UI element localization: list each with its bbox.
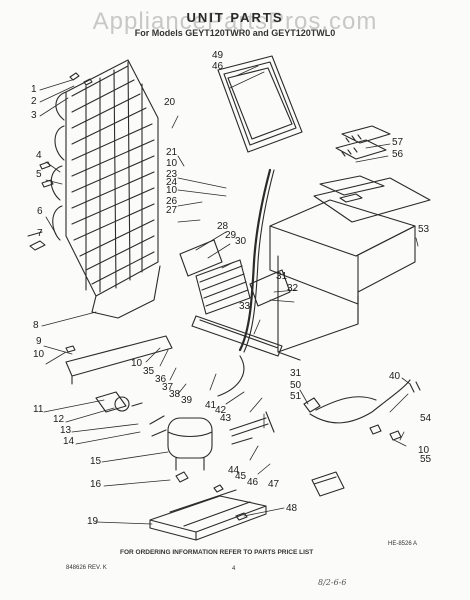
compressor xyxy=(149,415,213,471)
callout-4: 4 xyxy=(36,150,42,161)
callout-35: 35 xyxy=(143,366,155,377)
callout-6: 6 xyxy=(37,206,43,217)
right-fasteners xyxy=(235,381,421,521)
callout-20: 20 xyxy=(164,97,176,108)
callout-3: 3 xyxy=(31,110,37,121)
callout-10-upper: 10 xyxy=(166,158,178,169)
callout-57: 57 xyxy=(392,137,404,148)
callout-46-upper: 46 xyxy=(212,61,224,72)
callout-37: 37 xyxy=(162,382,174,393)
callout-45: 45 xyxy=(235,471,247,482)
callout-11: 11 xyxy=(33,404,44,415)
callout-10-left: 10 xyxy=(33,349,45,360)
callout-2: 2 xyxy=(31,96,37,107)
door-gasket-frame xyxy=(217,55,303,153)
figure-code: HE-8526 A xyxy=(388,541,418,547)
watermark: AppliancePartsPros.com xyxy=(92,8,378,35)
callout-13: 13 xyxy=(60,425,72,436)
power-cord xyxy=(303,379,411,424)
diagram-title: UNIT PARTS xyxy=(186,10,284,25)
machine-compartment-box xyxy=(269,175,431,361)
callout-31-upper: 31 xyxy=(276,271,288,282)
callout-38: 38 xyxy=(169,389,181,400)
callout-27: 27 xyxy=(166,205,178,216)
callout-19: 19 xyxy=(87,516,99,527)
callout-54: 54 xyxy=(420,413,432,424)
callout-10-mid: 10 xyxy=(166,185,178,196)
drain-tube xyxy=(238,168,272,352)
callout-23: 23 xyxy=(166,169,178,180)
callout-50: 50 xyxy=(290,380,302,391)
shelf-plate xyxy=(335,125,391,160)
models-subtitle: For Models GEYT120TWR0 and GEYT120TWL0 xyxy=(134,28,336,38)
left-fasteners xyxy=(27,72,93,353)
callout-12: 12 xyxy=(53,414,65,425)
callout-40: 40 xyxy=(389,371,401,382)
callout-53: 53 xyxy=(418,224,430,235)
callout-30: 30 xyxy=(235,236,247,247)
leader-lines xyxy=(39,65,419,525)
page-mark: 4 xyxy=(232,566,236,572)
callout-41: 41 xyxy=(205,400,217,411)
callout-46-lower: 46 xyxy=(247,477,259,488)
callout-55: 55 xyxy=(420,454,432,465)
callout-51: 51 xyxy=(290,391,302,402)
callout-39: 39 xyxy=(181,395,193,406)
callout-31-lower: 31 xyxy=(290,368,302,379)
callout-9: 9 xyxy=(36,336,42,347)
callout-14: 14 xyxy=(63,436,75,447)
callout-28: 28 xyxy=(217,221,229,232)
callout-10-right: 10 xyxy=(418,445,430,456)
callout-48: 48 xyxy=(286,503,298,514)
callout-56: 56 xyxy=(392,149,404,160)
callout-21: 21 xyxy=(166,147,178,158)
callout-47: 47 xyxy=(268,479,280,490)
filter-drier xyxy=(217,355,275,445)
callout-32: 32 xyxy=(287,283,299,294)
doc-number: 848626 REV. K xyxy=(66,565,107,571)
callout-29: 29 xyxy=(225,230,237,241)
callout-44: 44 xyxy=(228,465,240,476)
callout-26: 26 xyxy=(166,196,178,207)
callout-8: 8 xyxy=(33,320,39,331)
callout-5: 5 xyxy=(36,169,42,180)
fan-assembly xyxy=(95,391,143,413)
callout-7: 7 xyxy=(37,228,43,239)
heater-panels xyxy=(179,239,291,315)
relay-cover xyxy=(311,471,345,497)
drain-trough xyxy=(191,315,283,357)
callout-49: 49 xyxy=(212,50,224,61)
callout-10-lower: 10 xyxy=(131,358,143,369)
callout-15: 15 xyxy=(90,456,102,467)
callout-43: 43 xyxy=(220,413,232,424)
base-rail xyxy=(65,335,173,385)
callout-16: 16 xyxy=(90,479,102,490)
ordering-note: FOR ORDERING INFORMATION REFER TO PARTS … xyxy=(120,549,314,556)
callout-24: 24 xyxy=(166,177,178,188)
callout-1: 1 xyxy=(31,84,37,95)
callout-36: 36 xyxy=(155,374,167,385)
handwritten-date: 8/2-6-6 xyxy=(318,578,347,587)
callout-33: 33 xyxy=(239,301,251,312)
condenser-coil xyxy=(50,59,161,319)
callout-42: 42 xyxy=(215,405,227,416)
